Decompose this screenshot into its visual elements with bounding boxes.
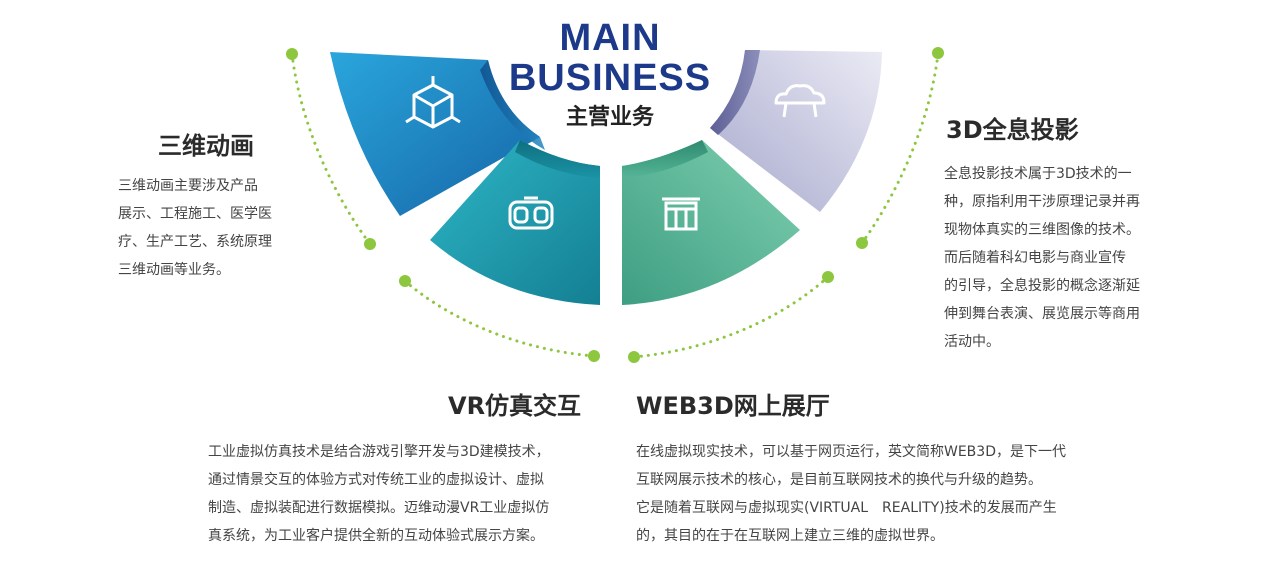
section-title-vr: VR仿真交互 xyxy=(448,392,582,420)
segment-vr xyxy=(430,140,600,305)
desc-line: 它是随着互联网与虚拟现实(VIRTUAL REALITY)技术的发展而产生 xyxy=(636,500,1057,516)
desc-line: 互联网展示技术的核心，是目前互联网技术的换代与升级的趋势。 xyxy=(636,472,1042,488)
desc-line: 的引导，全息投影的概念逐渐延 xyxy=(944,278,1140,294)
main-title-line2: BUSINESS xyxy=(508,57,712,99)
section-desc-vr: 工业虚拟仿真技术是结合游戏引擎开发与3D建模技术， 通过情景交互的体验方式对传统… xyxy=(208,438,550,550)
section-desc-hologram: 全息投影技术属于3D技术的一 种，原指利用干涉原理记录并再 现物体真实的三维图像… xyxy=(944,160,1140,356)
desc-line: 的，其目的在于在互联网上建立三维的虚拟世界。 xyxy=(636,528,944,544)
main-title-chinese: 主营业务 xyxy=(565,105,654,130)
arc-end-dots xyxy=(286,47,944,363)
desc-line: 而后随着科幻电影与商业宣传 xyxy=(944,250,1126,266)
desc-line: 三维动画等业务。 xyxy=(118,262,230,278)
desc-line: 全息投影技术属于3D技术的一 xyxy=(944,166,1132,182)
section-desc-animation: 三维动画主要涉及产品 展示、工程施工、医学医 疗、生产工艺、系统原理 三维动画等… xyxy=(118,172,272,284)
hologram-projector-icon xyxy=(774,84,826,118)
section-title-hologram: 3D全息投影 xyxy=(946,116,1079,144)
main-title-line1: MAIN xyxy=(559,17,661,59)
section-title-animation: 三维动画 xyxy=(158,132,254,160)
desc-line: 疗、生产工艺、系统原理 xyxy=(118,234,272,250)
section-title-web3d: WEB3D网上展厅 xyxy=(636,392,830,420)
cube-icon xyxy=(405,76,461,129)
left-dotted-arc xyxy=(290,52,596,358)
desc-line: 展示、工程施工、医学医 xyxy=(118,206,272,222)
desc-line: 工业虚拟仿真技术是结合游戏引擎开发与3D建模技术， xyxy=(208,444,550,460)
desc-line: 活动中。 xyxy=(944,334,1000,350)
desc-line: 伸到舞台表演、展览展示等商用 xyxy=(944,306,1140,322)
desc-line: 真系统，为工业客户提供全新的互动体验式展示方案。 xyxy=(208,528,544,544)
desc-line: 现物体真实的三维图像的技术。 xyxy=(944,222,1140,238)
vr-headset-icon xyxy=(508,196,554,230)
desc-line: 三维动画主要涉及产品 xyxy=(118,178,258,194)
desc-line: 通过情景交互的体验方式对传统工业的虚拟设计、虚拟 xyxy=(208,472,544,488)
desc-line: 制造、虚拟装配进行数据模拟。迈维动漫VR工业虚拟仿 xyxy=(208,500,550,516)
exhibition-hall-icon xyxy=(662,197,700,231)
segment-hologram xyxy=(710,50,882,212)
section-desc-web3d: 在线虚拟现实技术，可以基于网页运行，英文简称WEB3D，是下一代 互联网展示技术… xyxy=(636,438,1066,550)
segment-web3d xyxy=(622,140,800,305)
desc-line: 种，原指利用干涉原理记录并再 xyxy=(944,194,1140,210)
right-dotted-arc xyxy=(632,52,940,359)
segment-animation xyxy=(330,52,545,216)
desc-line: 在线虚拟现实技术，可以基于网页运行，英文简称WEB3D，是下一代 xyxy=(636,444,1066,460)
